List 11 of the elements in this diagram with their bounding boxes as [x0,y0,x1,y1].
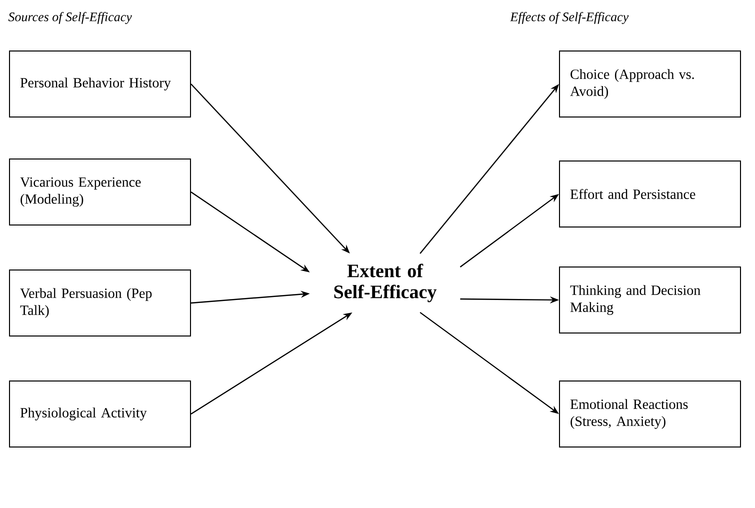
factor-box: Choice (Approach vs. Avoid) [559,50,741,118]
column-heading: Effects of Self-Efficacy [510,12,629,24]
factor-box: Personal Behavior History [9,50,191,118]
factor-box: Vicarious Experience (Modeling) [9,158,191,226]
factor-box: Thinking and Decision Making [559,266,741,334]
center-label: Extent of Self-Efficacy [334,264,437,302]
factor-box: Physiological Activity [9,380,191,448]
column-heading: Sources of Self-Efficacy [8,12,132,24]
factor-box: Emotional Reactions (Stress, Anxiety) [559,380,741,448]
factor-box: Verbal Persuasion (Pep Talk) [9,270,191,336]
factor-box: Effort and Persistance [559,160,741,228]
